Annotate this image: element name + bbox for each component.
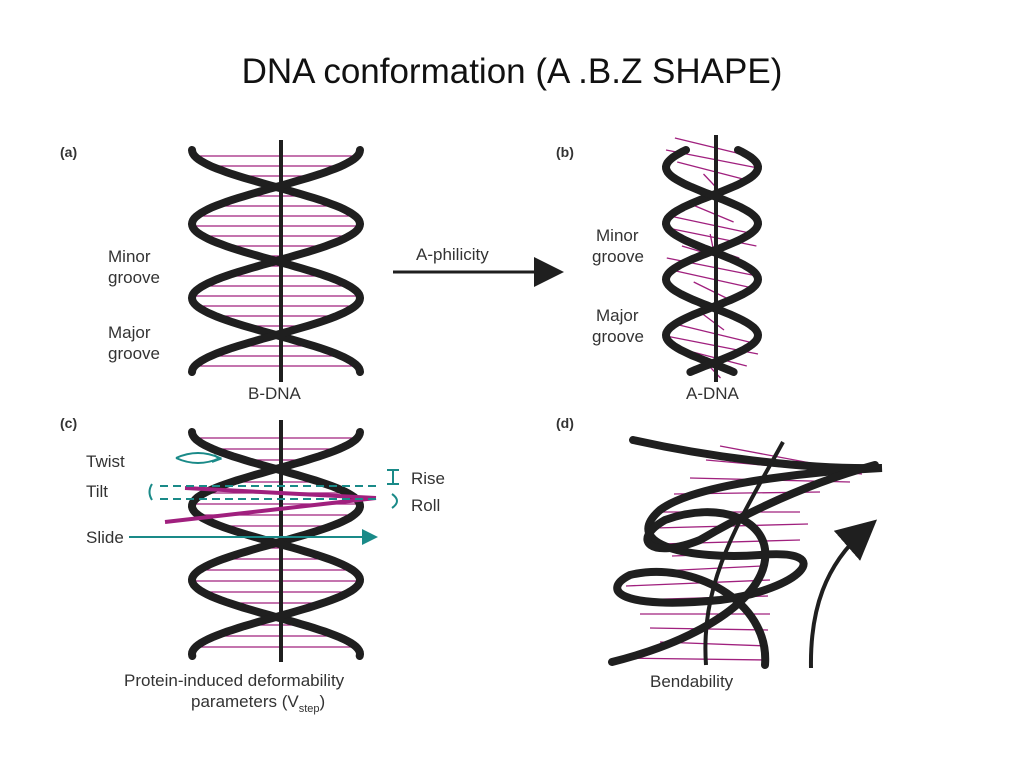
base-pair-line xyxy=(669,215,755,235)
base-pair-line xyxy=(615,657,767,661)
base-pair-line xyxy=(690,203,734,223)
panel-a-major-label-2: groove xyxy=(108,344,160,363)
panel-b-major-label-1: Major xyxy=(596,306,639,325)
panel-c-base-step-upper xyxy=(184,486,377,500)
slide-title: DNA conformation (A .B.Z SHAPE) xyxy=(241,52,783,91)
panel-d-strand-2 xyxy=(608,461,879,666)
panel-d-caption: Bendability xyxy=(650,672,734,691)
panel-c-caption-line-1: Protein-induced deformability xyxy=(124,671,345,690)
panel-b-tag: (b) xyxy=(556,144,574,160)
panel-b-minor-label-2: groove xyxy=(592,247,644,266)
panel-a-b-dna: (a) Minor groove Major groove B-DNA xyxy=(60,140,365,403)
a-philicity-label: A-philicity xyxy=(416,245,489,264)
panel-c-base-step-lower xyxy=(164,496,377,524)
tilt-icon xyxy=(148,483,153,501)
panel-a-minor-label-2: groove xyxy=(108,268,160,287)
a-philicity-arrow-group: A-philicity xyxy=(393,245,564,287)
panel-d-bendability: (d) Bendability xyxy=(556,415,883,691)
panel-c-tag: (c) xyxy=(60,415,77,431)
rise-label: Rise xyxy=(411,469,445,488)
roll-icon xyxy=(391,493,398,509)
base-pair-line xyxy=(674,323,750,343)
panel-c-deformability: (c) Twist Tilt Slide Rise Roll Protein-i… xyxy=(60,415,445,715)
panel-b-a-dna: (b) Minor groove Major groove A-DNA xyxy=(556,135,763,403)
base-pair-line xyxy=(671,269,753,289)
panel-a-strand-2 xyxy=(187,146,365,376)
base-pair-line xyxy=(693,281,731,301)
panel-a-tag: (a) xyxy=(60,144,77,160)
panel-d-bent-axis xyxy=(703,441,785,666)
panel-a-minor-label-1: Minor xyxy=(108,247,151,266)
twist-arrowhead-icon xyxy=(211,454,223,463)
panel-c-strand-2 xyxy=(187,428,365,660)
panel-b-caption: A-DNA xyxy=(686,384,740,403)
slide-label: Slide xyxy=(86,528,124,547)
panel-a-major-label-1: Major xyxy=(108,323,151,342)
panel-b-strand-2 xyxy=(661,146,763,376)
roll-label: Roll xyxy=(411,496,440,515)
twist-label: Twist xyxy=(86,452,125,471)
bend-direction-arrow xyxy=(808,519,878,669)
panel-a-caption: B-DNA xyxy=(248,384,302,403)
panel-b-major-label-2: groove xyxy=(592,327,644,346)
panel-b-minor-label-1: Minor xyxy=(596,226,639,245)
panel-d-strand-1 xyxy=(613,436,883,669)
panel-c-caption-line-2: parameters (Vstep) xyxy=(191,692,325,715)
base-pair-line xyxy=(699,311,725,331)
base-pair-line xyxy=(677,161,747,181)
panel-b-strand-1 xyxy=(661,146,763,376)
panel-d-tag: (d) xyxy=(556,415,574,431)
panel-b-base-pairs xyxy=(665,137,759,379)
tilt-label: Tilt xyxy=(86,482,108,501)
